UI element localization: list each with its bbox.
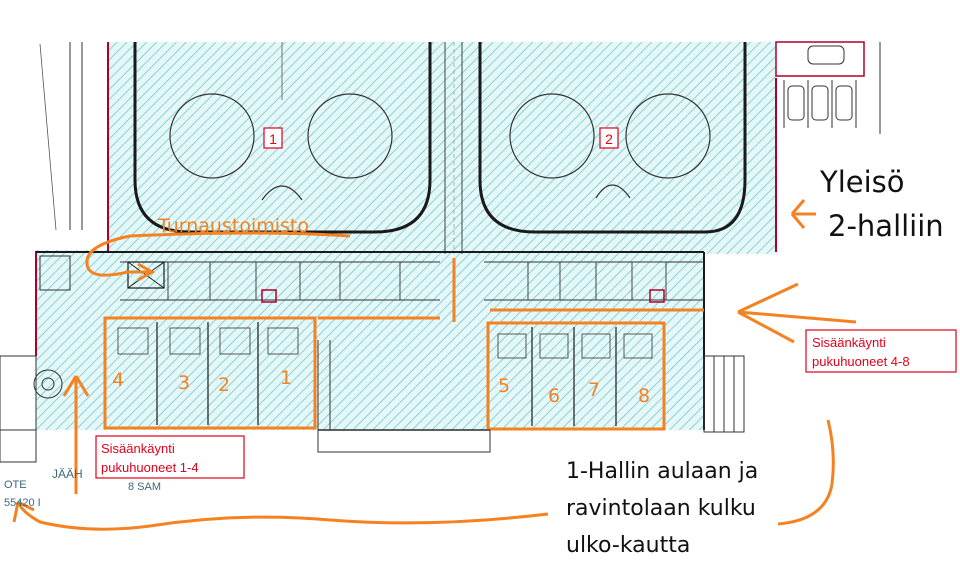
locker-room-4: 4 [112, 369, 124, 391]
hall-2-number: 2 [605, 131, 613, 147]
entrance-4-8-label: Sisäänkäynti pukuhuoneet 4-8 [805, 329, 957, 373]
side-text-jaah: JÄÄH [52, 467, 83, 481]
entrance-1-4-line2: pukuhuoneet 1-4 [101, 460, 199, 475]
outdoor-route-line3: ulko-kautta [566, 533, 690, 558]
side-text-sam: 8 SAM [128, 481, 161, 493]
entrance-4-8-line1: Sisäänkäynti [812, 335, 886, 350]
locker-rooms-5-8 [486, 321, 666, 431]
locker-room-8: 8 [638, 385, 650, 407]
hall-2-rink [478, 42, 747, 234]
locker-room-2: 2 [218, 374, 230, 396]
audience-label-line1: Yleisö [819, 165, 905, 199]
audience-arrow-icon [790, 199, 816, 229]
parking-area [775, 41, 881, 134]
building-floor [36, 42, 776, 430]
outdoor-route-arrowhead-icon [12, 500, 35, 523]
office-route-arrow [85, 231, 351, 277]
outdoor-route-path [777, 419, 835, 526]
office-label: Turnaustoimisto [157, 215, 309, 237]
side-text-postal: 55420 I [4, 497, 41, 509]
outdoor-route-path-lower [16, 501, 549, 531]
entrance-1-4-arrow-icon [62, 375, 90, 494]
outdoor-route-line1: 1-Hallin aulaan ja [566, 459, 758, 484]
hall-2-marker: 2 [599, 127, 619, 149]
entrance-4-8-line2: pukuhuoneet 4-8 [812, 354, 910, 369]
side-text-ote: OTE [4, 479, 27, 491]
entrance-4-8-arrow-icon [737, 282, 857, 344]
audience-label-line2: 2-halliin [828, 209, 944, 243]
entrance-1-4-line1: Sisäänkäynti [101, 441, 175, 456]
locker-room-6: 6 [548, 385, 560, 407]
hall-1-number: 1 [269, 131, 277, 147]
locker-room-5: 5 [498, 375, 510, 397]
office-route-arrowhead [137, 262, 156, 282]
entrance-1-4-label: Sisäänkäynti pukuhuoneet 1-4 [95, 435, 245, 479]
locker-room-1: 1 [280, 367, 292, 389]
central-corridor [444, 42, 463, 254]
locker-room-3: 3 [178, 372, 190, 394]
hall-1-marker: 1 [263, 127, 283, 149]
outdoor-route-line2: ravintolaan kulku [566, 496, 756, 521]
stairs-structures [0, 255, 745, 463]
orange-markings [103, 258, 704, 428]
service-rooms [120, 261, 704, 303]
locker-room-7: 7 [588, 379, 600, 401]
